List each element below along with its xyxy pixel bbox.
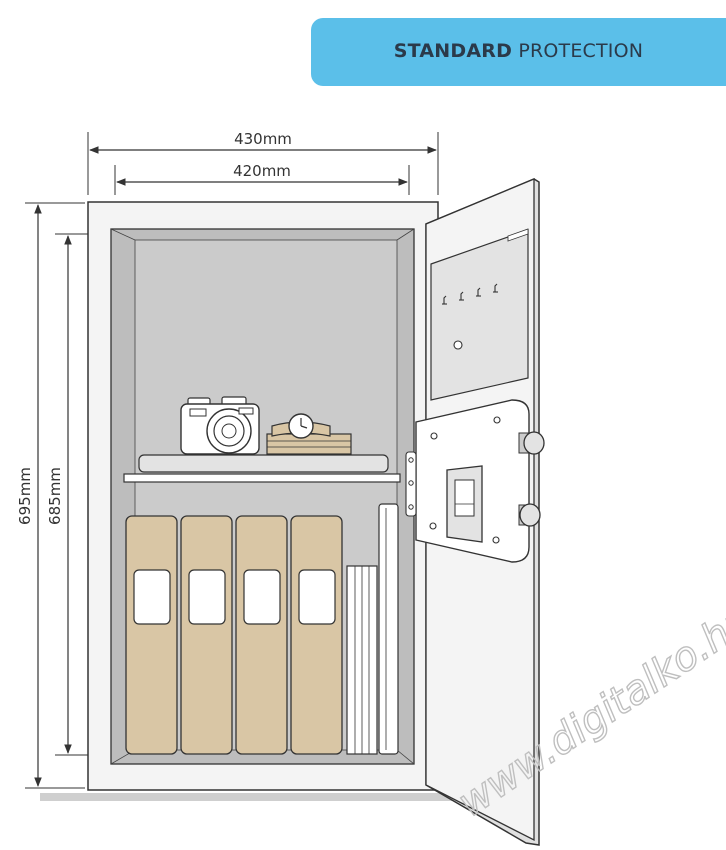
binder	[125, 515, 178, 755]
key-hooks	[442, 283, 498, 305]
banner-title: STANDARD PROTECTION	[311, 40, 726, 62]
safe-door	[405, 178, 545, 846]
outer-height-label: 695mm	[16, 467, 34, 525]
inner-height-label: 685mm	[46, 467, 64, 525]
banner-title-rest: PROTECTION	[518, 40, 644, 62]
binder	[180, 515, 233, 755]
lock-knob-upper[interactable]	[518, 431, 545, 455]
floor-shadow	[40, 793, 470, 801]
document-folder	[378, 503, 399, 755]
binder	[290, 515, 343, 755]
paper-stack	[346, 565, 378, 755]
width-dimension-outer: 430mm	[87, 130, 439, 195]
camera-icon	[180, 396, 260, 455]
binder	[235, 515, 288, 755]
watch-box-icon	[266, 413, 352, 455]
inner-width-label: 420mm	[233, 162, 291, 180]
banner-title-bold: STANDARD	[393, 40, 513, 62]
shelf	[123, 454, 401, 483]
panel-screw	[453, 340, 463, 350]
width-dimension-inner: 420mm	[114, 162, 410, 195]
height-dimension-inner: 685mm	[46, 233, 110, 756]
binders-group	[125, 515, 343, 755]
lock-knob-lower[interactable]	[518, 503, 541, 527]
protection-banner: STANDARD PROTECTION	[311, 18, 726, 86]
outer-width-label: 430mm	[234, 130, 292, 148]
height-dimension-outer: 695mm	[16, 202, 85, 789]
electronic-keypad[interactable]	[446, 465, 483, 543]
